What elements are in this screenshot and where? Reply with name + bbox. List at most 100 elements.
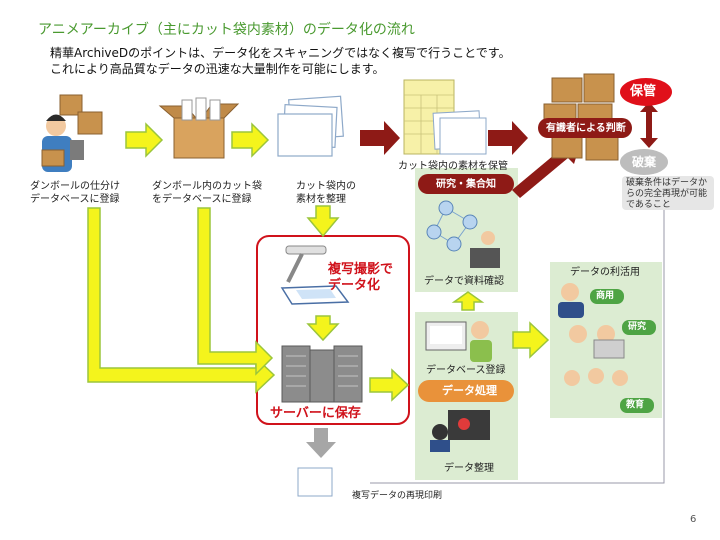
worker-hair xyxy=(46,114,66,121)
step-cutbag-register-l1: ダンボール内のカット袋 xyxy=(152,181,262,192)
db-worker-illustration xyxy=(425,321,492,362)
organize-worker-head xyxy=(432,424,448,440)
network-illustration xyxy=(426,200,500,268)
student-head-1 xyxy=(564,370,580,386)
page-number: 6 xyxy=(690,514,697,525)
data-process-label: データ処理 xyxy=(442,384,497,397)
wh-box-2 xyxy=(583,73,615,103)
discard-note-l3: であること xyxy=(626,200,671,210)
research-label: 研究・集合知 xyxy=(436,179,496,190)
arrow-server-to-print xyxy=(306,428,336,458)
db-worker-body xyxy=(470,340,492,362)
step-box-register-l1: ダンボールの仕分け xyxy=(30,181,120,192)
cut-bag-1 xyxy=(181,99,193,121)
discard-oval xyxy=(620,149,668,175)
cut-bag-2 xyxy=(195,97,207,121)
worker-illustration xyxy=(41,94,103,172)
expert-label: 有識者による判断 xyxy=(546,123,626,134)
server-slots xyxy=(286,355,358,387)
keep-discard-arrow xyxy=(640,102,658,148)
data-organize-label: データ整理 xyxy=(444,463,494,474)
copy-photo-l1: 複写撮影で xyxy=(328,262,394,277)
usage-title: データの利活用 xyxy=(570,267,640,278)
reprint-feedback-line xyxy=(370,186,665,484)
sheet-3 xyxy=(277,113,333,157)
usage-research: 研究 xyxy=(628,322,647,332)
stacked-box-2 xyxy=(77,111,103,135)
research-check-label: データで資料確認 xyxy=(424,276,504,287)
copy-photo-label: 複写撮影で データ化 xyxy=(328,262,393,294)
copy-stand-sheet xyxy=(296,289,336,299)
cut-bag-illustration xyxy=(403,79,487,155)
organize-screen-image xyxy=(458,418,470,430)
camera-head xyxy=(285,245,327,255)
open-box-body xyxy=(173,117,225,159)
wh-box-6 xyxy=(585,135,619,161)
commercial-badge xyxy=(590,289,624,304)
intro-text: 精華ArchiveDのポイントは、データ化をスキャニングではなく複写で行うことで… xyxy=(50,45,511,77)
keep-oval xyxy=(620,78,672,106)
server-rack-2 xyxy=(309,349,335,403)
researcher-head xyxy=(481,231,495,245)
keep-arrowhead xyxy=(640,102,658,112)
arrow-cutbag-db-to-server xyxy=(197,207,274,376)
arrow-sort-down xyxy=(306,205,340,238)
net-node-4 xyxy=(446,236,462,252)
discard-note-l2: らの完全再現が可能 xyxy=(626,189,708,199)
stacked-box-1 xyxy=(59,94,83,116)
research-badge xyxy=(622,320,656,335)
copy-photo-l2: データ化 xyxy=(328,278,381,293)
stand-arm xyxy=(286,253,304,283)
arrow-copy-to-server xyxy=(306,315,340,342)
user-research-head-1 xyxy=(569,325,587,343)
step-material-sort-l2: 素材を整理 xyxy=(296,194,346,205)
step-material-sort: カット袋内の 素材を整理 xyxy=(296,180,356,206)
server-rack-3 xyxy=(333,345,363,403)
wh-box-1 xyxy=(551,77,583,103)
flow-arrows xyxy=(87,122,550,402)
discard-arrowhead xyxy=(640,138,658,148)
education-badge xyxy=(620,398,654,413)
db-register-label: データベース登録 xyxy=(426,365,506,376)
step-material-sort-l1: カット袋内の xyxy=(296,181,356,192)
organize-illustration xyxy=(430,410,490,452)
bag-sheet-2 xyxy=(439,117,487,155)
keep-label: 保管 xyxy=(630,84,657,99)
intro-line-2: これにより高品質なデータの迅速な大量制作を可能にします。 xyxy=(50,62,385,76)
server-rack-1 xyxy=(281,345,311,403)
server-illustration xyxy=(281,345,363,403)
discard-note-box xyxy=(622,176,714,210)
db-worker-head xyxy=(471,321,489,339)
page-title: アニメアーカイブ（主にカット袋内素材）のデータ化の流れ xyxy=(38,22,415,38)
organize-worker-body xyxy=(430,440,450,452)
discard-note-l1: 破棄条件はデータか xyxy=(626,178,708,188)
discard-note: 破棄条件はデータか らの完全再現が可能 であること xyxy=(626,178,707,211)
arrow-server-to-db xyxy=(369,368,410,402)
usage-badges xyxy=(590,289,656,413)
expert-pill xyxy=(538,118,632,138)
arrow-db-to-research xyxy=(451,291,485,311)
cut-bag-3 xyxy=(209,99,221,121)
arrow-sheets-to-store xyxy=(360,121,400,155)
step-box-register: ダンボールの仕分け データベースに登録 xyxy=(30,180,120,206)
net-node-1 xyxy=(438,200,454,216)
arrow-box-to-open xyxy=(125,122,164,158)
warehouse-boxes xyxy=(543,73,619,161)
data-process-pill xyxy=(418,380,514,402)
barcode-scanner xyxy=(70,140,84,160)
research-laptop xyxy=(593,339,625,359)
reprint-sheet xyxy=(297,467,333,497)
step-store-material: カット袋内の素材を保管 xyxy=(398,161,508,172)
held-box xyxy=(41,149,65,167)
usage-education: 教育 xyxy=(626,400,645,410)
student-head-2 xyxy=(588,368,604,384)
user-commercial-body xyxy=(558,302,584,318)
open-box-illustration xyxy=(158,97,240,159)
discard-label: 破棄 xyxy=(632,155,657,169)
step-cutbag-register: ダンボール内のカット袋 をデータベースに登録 xyxy=(152,180,262,206)
sheet-stack-illustration xyxy=(277,95,344,157)
keep-discard-shaft xyxy=(646,110,652,140)
usage-commercial: 商用 xyxy=(596,291,615,301)
copy-stand-illustration xyxy=(280,245,350,305)
